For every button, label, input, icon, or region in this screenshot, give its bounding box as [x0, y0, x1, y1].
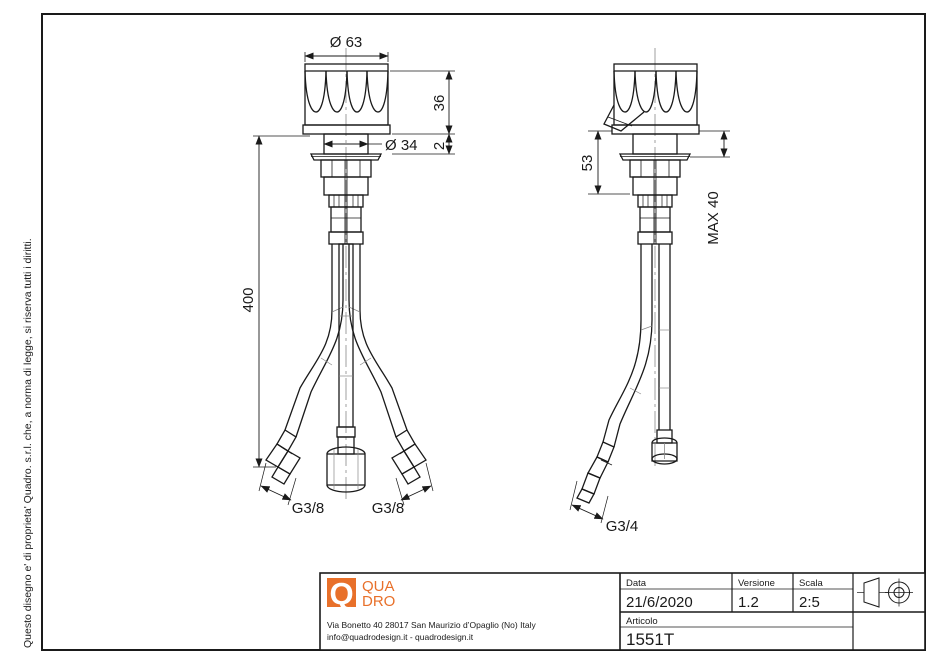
front-view: Ø 63 Ø 34 36 2 400 — [240, 34, 455, 517]
quadro-logo: Q QUA DRO — [327, 576, 395, 611]
sheet-border — [41, 13, 926, 651]
side-view: 53 MAX 40 G3/4 — [569, 48, 730, 535]
central-riser — [326, 243, 366, 493]
dimension-label-max40: MAX 40 — [705, 191, 722, 244]
dimension-dia63: Ø 63 — [304, 34, 389, 62]
title-block: Q QUA DRO Via Bonetto 40 28017 San Mauri… — [319, 572, 926, 651]
dimension-label-g34: G3/4 — [606, 518, 639, 535]
dimension-label-53: 53 — [579, 155, 596, 172]
field-versione: Versione 1.2 — [738, 578, 775, 611]
logo-mark-square — [327, 578, 356, 607]
address-line-2: info@quadrodesign.it - quadrodesign.it — [327, 632, 474, 642]
dimension-label-g38-left: G3/8 — [292, 500, 325, 517]
logo-q-letter: Q — [329, 576, 353, 611]
dimension-label-dia63: Ø 63 — [330, 34, 363, 51]
field-value-articolo: 1551T — [626, 630, 674, 649]
side-handle-cap — [603, 63, 700, 135]
threaded-shank — [328, 194, 364, 245]
side-locknut-stack — [629, 159, 681, 196]
company-address: Via Bonetto 40 28017 San Maurizio d’Opag… — [327, 620, 536, 642]
logo-text-dro: DRO — [362, 593, 395, 610]
dimension-label-2: 2 — [431, 142, 448, 150]
dimension-label-g38-right: G3/8 — [372, 500, 405, 517]
address-line-1: Via Bonetto 40 28017 San Maurizio d’Opag… — [327, 620, 536, 630]
field-articolo: Articolo 1551T — [626, 616, 674, 649]
dimension-label-400: 400 — [240, 287, 257, 312]
flexible-hose-left — [284, 244, 344, 438]
dimension-g38-right: G3/8 — [372, 462, 434, 517]
flexible-hose-right — [348, 244, 408, 438]
dimension-max40: MAX 40 — [690, 130, 730, 245]
logo-text-qua: QUA — [362, 578, 395, 595]
field-label-articolo: Articolo — [626, 616, 658, 627]
field-label-versione: Versione — [738, 578, 775, 589]
copyright-notice: Questo disegno e' di proprieta' Quadro. … — [22, 238, 34, 648]
field-scala: Scala 2:5 — [799, 578, 823, 611]
field-value-versione: 1.2 — [738, 594, 759, 611]
dimension-g34: G3/4 — [569, 480, 639, 535]
side-hose-left — [602, 244, 653, 448]
field-value-data: 21/6/2020 — [626, 594, 693, 611]
side-mounting-flange — [618, 153, 692, 161]
field-label-scala: Scala — [799, 578, 823, 589]
dimension-53: 53 — [579, 130, 630, 195]
field-data: Data 21/6/2020 — [626, 578, 693, 611]
copyright-text: Questo disegno e' di proprieta' Quadro. … — [22, 238, 34, 648]
dimension-dia34: Ø 34 — [323, 137, 418, 154]
first-angle-projection-icon — [857, 577, 913, 608]
dimension-2: 2 — [392, 133, 455, 155]
hose-fitting-left — [265, 429, 301, 485]
dimension-400: 400 — [240, 135, 310, 468]
hose-fitting-right — [391, 429, 427, 485]
dimension-label-36: 36 — [431, 95, 448, 112]
handle-cap — [302, 63, 391, 135]
side-hose-fitting-g34 — [576, 441, 615, 504]
field-label-data: Data — [626, 578, 647, 589]
side-threaded-shank — [637, 194, 673, 245]
dimension-g38-left: G3/8 — [258, 462, 325, 517]
side-hose-center — [651, 244, 678, 465]
dimension-36: 36 — [390, 70, 455, 135]
field-value-scala: 2:5 — [799, 594, 820, 611]
mounting-flange — [309, 153, 383, 161]
dimension-label-dia34: Ø 34 — [385, 137, 418, 154]
